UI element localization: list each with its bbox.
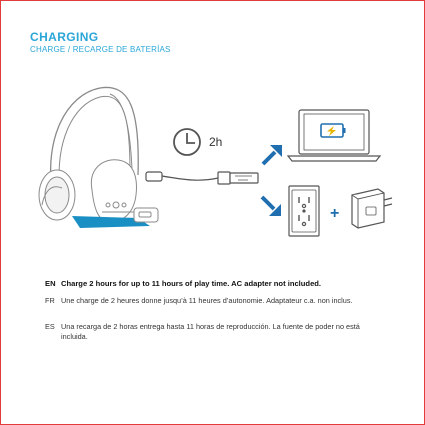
usb-cable-icon — [145, 171, 259, 185]
battery-charging-icon — [320, 123, 346, 138]
language-code-fr: FR — [45, 296, 55, 305]
language-code-en: EN — [45, 279, 56, 288]
clock-icon — [173, 128, 201, 156]
plus-symbol: + — [330, 205, 339, 222]
headphones-icon — [38, 86, 139, 223]
page-title: CHARGING — [30, 30, 99, 44]
arrow-up-right-icon — [261, 145, 282, 166]
instruction-text-en: Charge 2 hours for up to 11 hours of pla… — [61, 279, 322, 288]
instruction-text-fr: Une charge de 2 heures donne jusqu’à 11 … — [61, 296, 353, 305]
charge-time-label: 2h — [209, 135, 222, 149]
instruction-text-es: Una recarga de 2 horas entrega hasta 11 … — [61, 322, 360, 341]
ac-adapter-icon — [351, 188, 393, 229]
laptop-icon — [286, 109, 382, 162]
wall-outlet-icon — [288, 185, 320, 237]
page-subtitle: CHARGE / RECARGE DE BATERÍAS — [30, 45, 171, 54]
cable-connector-highlight — [72, 216, 150, 228]
arrow-down-right-icon — [260, 195, 281, 216]
language-code-es: ES — [45, 322, 55, 331]
